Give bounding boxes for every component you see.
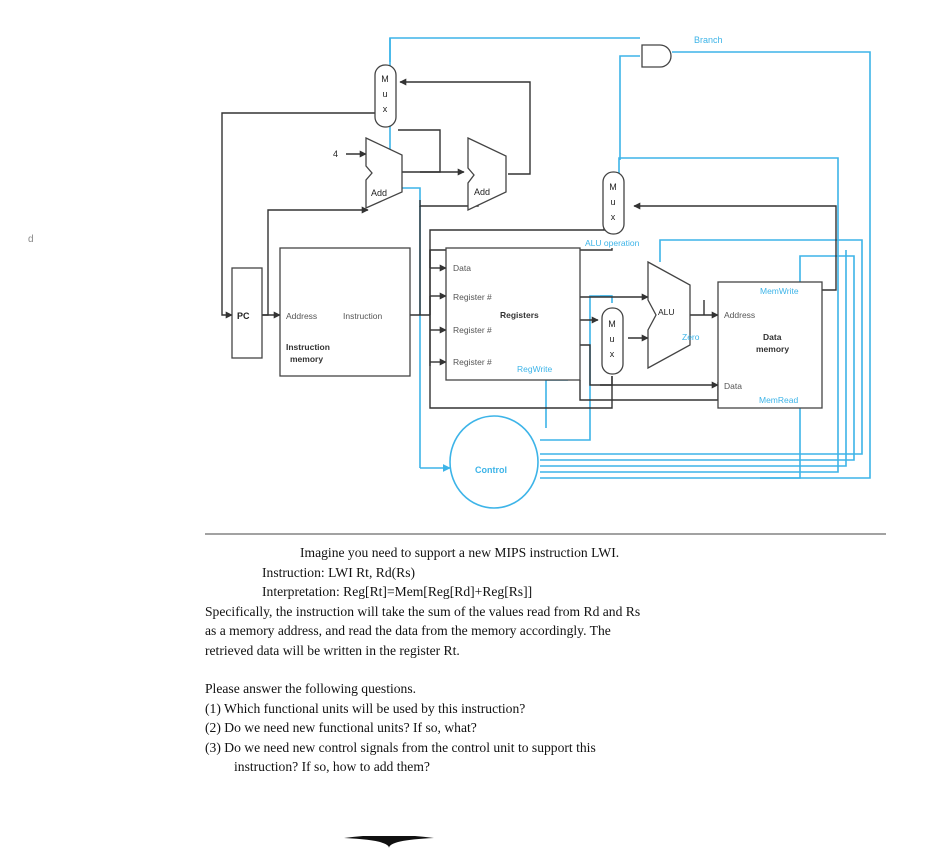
svg-text:Register #: Register #	[453, 357, 492, 367]
svg-text:MemWrite: MemWrite	[760, 286, 799, 296]
question-title: Imagine you need to support a new MIPS i…	[300, 545, 620, 560]
alu-operation-label: ALU operation	[585, 238, 640, 248]
body-line: as a memory address, and read the data f…	[205, 623, 611, 638]
svg-text:M: M	[381, 74, 389, 84]
question-item: (2) Do we need new functional units? If …	[205, 720, 477, 735]
svg-text:x: x	[611, 212, 616, 222]
question-item: (3) Do we need new control signals from …	[205, 739, 596, 755]
svg-text:Data: Data	[724, 381, 742, 391]
question-item: (1) Which functional units will be used …	[205, 700, 526, 716]
svg-text:Data: Data	[763, 332, 782, 342]
mem-to-reg-mux: M u x	[602, 171, 625, 235]
mips-datapath-diagram: Branch M u x Add 4 Add PC Address Instru…	[205, 35, 886, 535]
svg-text:Address: Address	[286, 311, 317, 321]
svg-text:Add: Add	[474, 187, 490, 197]
svg-text:ALU: ALU	[658, 307, 675, 317]
page-mark: d	[28, 234, 34, 245]
svg-text:Register #: Register #	[453, 325, 492, 335]
branch-label: Branch	[694, 35, 723, 45]
svg-text:Instruction: Instruction	[343, 311, 382, 321]
four-label: 4	[333, 149, 338, 159]
body-line: retrieved data will be written in the re…	[205, 642, 460, 658]
alu: ALU Zero	[647, 260, 700, 370]
instruction-memory: Address Instruction Instruction memory	[279, 247, 411, 377]
svg-text:MemRead: MemRead	[759, 395, 798, 405]
svg-text:Address: Address	[724, 310, 755, 320]
svg-text:Instruction: Instruction	[286, 342, 330, 352]
svg-text:x: x	[610, 349, 615, 359]
svg-text:Control: Control	[475, 465, 507, 475]
svg-text:Data: Data	[453, 263, 471, 273]
control-wires	[389, 37, 871, 479]
question-block: Imagine you need to support a new MIPS i…	[205, 543, 895, 777]
control-unit: Control	[449, 415, 539, 509]
pc-adder: Add	[365, 136, 403, 210]
pc-register: PC	[231, 267, 263, 359]
interpretation-line: Interpretation: Reg[Rt]=Mem[Reg[Rd]+Reg[…	[262, 584, 533, 599]
branch-adder: Add	[467, 136, 507, 212]
svg-text:RegWrite: RegWrite	[517, 364, 553, 374]
svg-text:Registers: Registers	[500, 310, 539, 320]
pc-source-mux: M u x	[374, 64, 397, 128]
svg-text:memory: memory	[756, 344, 789, 354]
questions-prompt: Please answer the following questions.	[205, 681, 417, 696]
body-line: Specifically, the instruction will take …	[205, 603, 641, 619]
question-item: instruction? If so, how to add them?	[234, 759, 430, 774]
svg-text:PC: PC	[237, 311, 250, 321]
svg-text:u: u	[609, 334, 614, 344]
svg-text:x: x	[383, 104, 388, 114]
alu-src-mux: M u x	[601, 307, 624, 375]
and-gate	[641, 44, 672, 68]
register-file: Data Register # Registers Register # Reg…	[445, 247, 581, 381]
data-memory: MemWrite Address Data memory Data MemRea…	[717, 281, 823, 409]
svg-text:M: M	[608, 319, 616, 329]
svg-text:memory: memory	[290, 354, 323, 364]
bottom-chevron-icon	[344, 836, 434, 848]
instruction-line: Instruction: LWI Rt, Rd(Rs)	[262, 564, 416, 580]
svg-text:u: u	[382, 89, 387, 99]
svg-text:Add: Add	[371, 188, 387, 198]
svg-text:u: u	[610, 197, 615, 207]
svg-text:Zero: Zero	[682, 332, 700, 342]
svg-text:Register #: Register #	[453, 292, 492, 302]
svg-text:M: M	[609, 182, 617, 192]
